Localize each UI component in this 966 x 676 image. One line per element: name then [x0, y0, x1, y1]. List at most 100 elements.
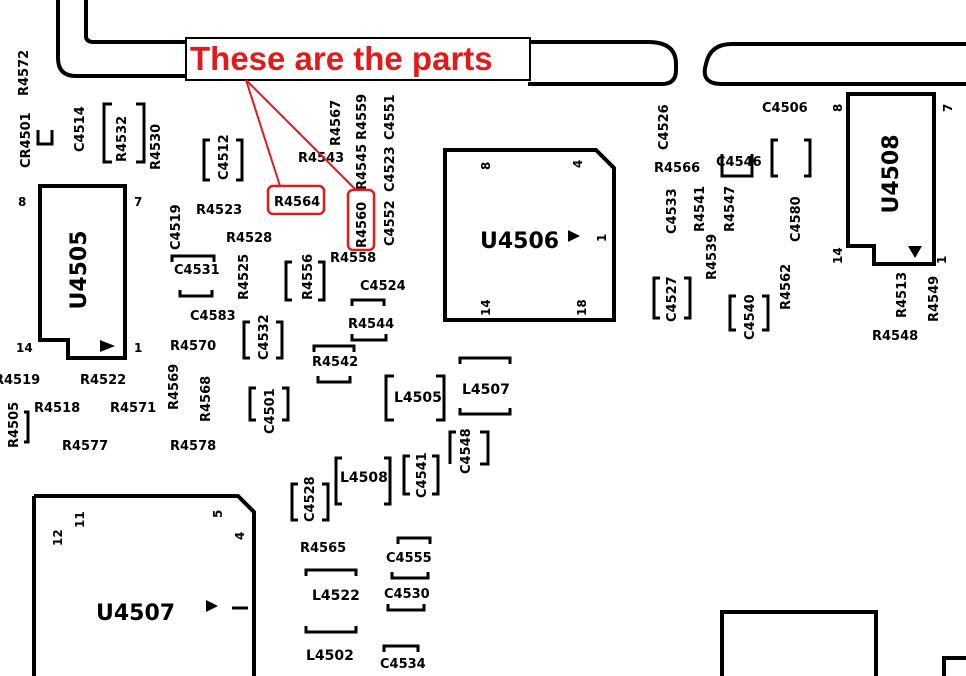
l4505-footprint [384, 374, 446, 422]
label-r4568: R4568 [199, 376, 214, 422]
label-c4526: C4526 [657, 104, 672, 150]
c4534-footprint [382, 644, 420, 652]
r4542-footprint [312, 344, 356, 384]
label-c4541: C4541 [415, 452, 430, 498]
label-r4571: R4571 [110, 401, 156, 416]
chip-u4506-name: U4506 [480, 229, 559, 254]
label-c4501: C4501 [263, 388, 278, 434]
label-c4531: C4531 [174, 263, 220, 278]
chip-u4507: U4507 12 11 5 4 [32, 494, 256, 676]
chip-u4507-pin-5: 5 [211, 510, 225, 518]
label-r4572: R4572 [17, 50, 32, 96]
label-r4570: R4570 [170, 339, 216, 354]
label-c4523: C4523 [383, 146, 398, 192]
label-c4519: C4519 [169, 204, 184, 250]
label-r4547: R4547 [723, 186, 738, 232]
chip-u4506-pin-14: 14 [479, 299, 493, 316]
label-c4533: C4533 [665, 188, 680, 234]
trace-top-left-inner [84, 0, 188, 44]
label-c4546: C4546 [716, 155, 762, 170]
label-r4525: R4525 [237, 254, 252, 300]
label-r4523: R4523 [196, 203, 242, 218]
label-r4577: R4577 [62, 439, 108, 454]
label-r4562: R4562 [779, 264, 794, 310]
label-r4513: R4513 [895, 272, 910, 318]
label-c4583: C4583 [190, 309, 236, 324]
chip-u4505-name: U4505 [67, 230, 92, 309]
label-c4540: C4540 [743, 294, 758, 340]
c4546b-footprint [770, 138, 812, 178]
chip-u4508: U4508 8 7 14 1 [831, 92, 955, 266]
annotation-callout: These are the parts [185, 37, 531, 191]
label-c4512: C4512 [217, 134, 232, 180]
label-l4508: L4508 [340, 470, 388, 486]
c4532-footprint [242, 320, 284, 360]
label-r4578: R4578 [170, 439, 216, 454]
label-c4514: C4514 [73, 106, 88, 152]
pin1-marker-icon [100, 340, 115, 352]
c4546-footprint [720, 154, 754, 178]
label-r4530: R4530 [149, 124, 164, 170]
label-r4541: R4541 [693, 186, 708, 232]
label-c4506: C4506 [762, 101, 808, 116]
label-r4564: R4564 [274, 195, 320, 210]
label-r4545: R4545 [355, 144, 370, 190]
label-r4528: R4528 [226, 231, 272, 246]
chip-u4505: U4505 8 7 14 1 [16, 184, 142, 360]
label-r4522: R4522 [80, 373, 126, 388]
label-l4505: L4505 [394, 390, 442, 406]
c4548-footprint [448, 430, 490, 466]
chip-u4506-outline [443, 148, 616, 322]
c4531-footprint [170, 254, 216, 298]
label-r4544: R4544 [348, 317, 394, 332]
chip-u4507-pin-11: 11 [73, 511, 87, 528]
label-c4532: C4532 [257, 314, 272, 360]
label-r4566: R4566 [654, 161, 700, 176]
c4512-footprint [202, 138, 244, 182]
label-r4519: R4519 [0, 373, 40, 388]
r4505-footprint [24, 410, 30, 444]
l4522-footprint [304, 568, 358, 634]
label-r4559: R4559 [355, 94, 370, 140]
chip-u4508-name: U4508 [879, 134, 904, 213]
chip-u4508-pin-7: 7 [941, 104, 955, 112]
c4530-footprint [386, 604, 426, 612]
label-c4552: C4552 [383, 200, 398, 246]
label-cr4501: CR4501 [19, 112, 34, 168]
footprints [24, 102, 812, 652]
label-c4534: C4534 [380, 657, 426, 672]
label-c4551: C4551 [383, 94, 398, 140]
chip-u4506-pin-1: 1 [595, 234, 609, 242]
trace-top-left [56, 0, 188, 78]
chip-u4506: U4506 8 4 1 14 18 [443, 148, 616, 322]
chip-u4508-pin-14: 14 [831, 247, 845, 264]
chip-u4508-pin-8: 8 [831, 104, 845, 112]
chip-u4506-pin-4: 4 [571, 160, 585, 168]
label-c4527: C4527 [665, 276, 680, 322]
label-l4507: L4507 [462, 382, 510, 398]
r4556-footprint [284, 260, 326, 302]
label-c4528: C4528 [303, 476, 318, 522]
c4555-footprint [390, 536, 432, 580]
label-r4567: R4567 [329, 100, 344, 146]
annotation-pointer-r4560 [245, 79, 357, 191]
c4541-footprint [402, 454, 440, 496]
r4532-footprint [102, 102, 146, 164]
highlighted-parts: R4564 R4560 [266, 184, 376, 252]
label-c4548: C4548 [459, 428, 474, 474]
label-c4524: C4524 [360, 279, 406, 294]
label-r4558: R4558 [330, 251, 376, 266]
c4528-footprint [290, 482, 330, 522]
chip-u4505-outline [38, 184, 127, 360]
labels-vertical: R4572 CR4501 C4514 R4532 R4530 C4512 R45… [7, 50, 942, 522]
annotation-box [185, 37, 531, 81]
chip-u4506-pin-8: 8 [479, 162, 493, 170]
r4544-footprint [350, 298, 388, 342]
label-r4560: R4560 [355, 202, 370, 248]
cr4501-footprint [36, 130, 54, 146]
label-r4543: R4543 [298, 151, 344, 166]
l4508-footprint [334, 456, 392, 506]
chip-u4506-pin-18: 18 [575, 299, 589, 316]
pin1-marker-icon [568, 230, 580, 242]
chip-u4507-name: U4507 [96, 601, 175, 626]
